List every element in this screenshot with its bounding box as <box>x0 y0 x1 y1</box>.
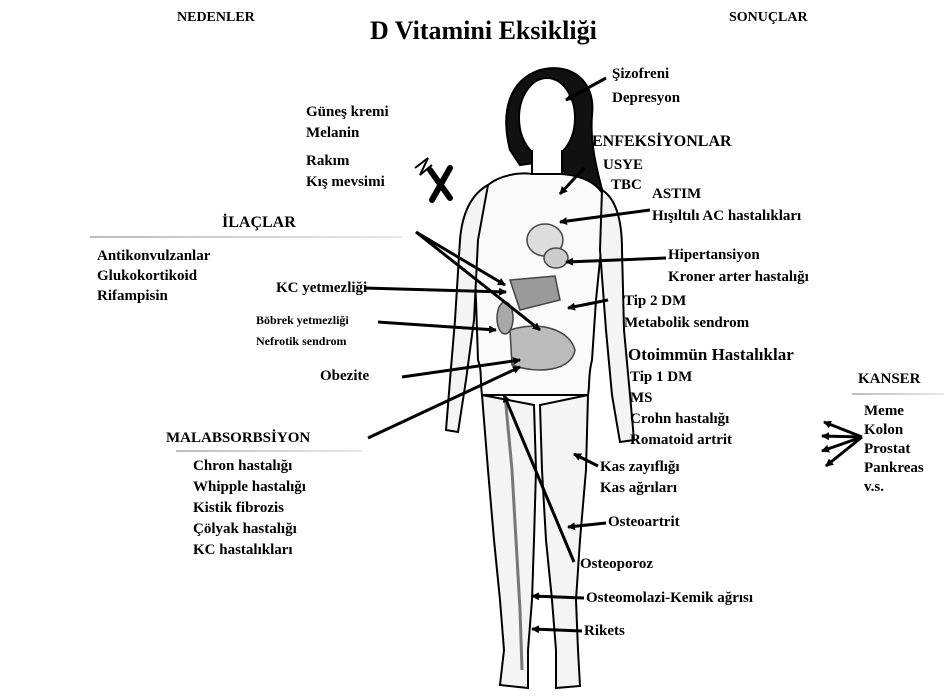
list-item: Rakım <box>306 151 385 172</box>
list-item: Güneş kremi <box>306 102 389 123</box>
osteoarthritis-result: Osteoartrit <box>608 515 680 530</box>
list-item: Böbrek yetmezliği <box>256 310 349 331</box>
cancer-list: Meme Kolon Prostat Pankreas v.s. <box>864 402 924 497</box>
list-item: Tip 2 DM <box>624 290 749 312</box>
list-item: Hipertansiyon <box>668 244 809 266</box>
cancer-title: KANSER <box>858 372 921 387</box>
list-item: Prostat <box>864 440 924 459</box>
list-item: KC hastalıkları <box>193 540 306 561</box>
list-item: Hışıltılı AC hastalıkları <box>652 205 801 227</box>
list-item: Chron hastalığı <box>193 456 306 477</box>
list-item: v.s. <box>864 478 924 497</box>
rickets-result: Rikets <box>584 624 625 639</box>
list-item: Kas zayıflığı <box>600 457 680 478</box>
malabsorption-list: Chron hastalığı Whipple hastalığı Kistik… <box>193 456 306 561</box>
cardio-results-list: Hipertansiyon Kroner arter hastalığı <box>668 244 809 288</box>
malabsorption-rule <box>176 450 362 452</box>
head-shape <box>519 78 575 158</box>
malabsorption-title: MALABSORBSİYON <box>166 431 310 446</box>
infections-title: ENFEKSİYONLAR <box>592 134 732 150</box>
psych-results-list: Şizofreni Depresyon <box>612 62 680 110</box>
list-item: Kolon <box>864 421 924 440</box>
drugs-list: Antikonvulzanlar Glukokortikoid Rifampis… <box>97 246 210 306</box>
list-item: Whipple hastalığı <box>193 477 306 498</box>
list-item: Kistik fibrozis <box>193 498 306 519</box>
metabolic-results-list: Tip 2 DM Metabolik sendrom <box>624 290 749 334</box>
list-item: Meme <box>864 402 924 421</box>
cancer-rule <box>852 393 944 395</box>
list-item: TBC <box>603 175 643 195</box>
altitude-causes-list: Rakım Kış mevsimi <box>306 151 385 193</box>
list-item: Nefrotik sendrom <box>256 331 349 352</box>
list-item: Kas ağrıları <box>600 478 680 499</box>
drugs-rule <box>90 236 402 238</box>
list-item: Melanin <box>306 123 389 144</box>
liver-cause: KC yetmezliği <box>276 281 367 296</box>
list-item: Tip 1 DM <box>630 367 732 388</box>
heart-shape <box>544 248 568 268</box>
asthma-results-list: ASTIM Hışıltılı AC hastalıkları <box>652 183 801 227</box>
list-item: Kış mevsimi <box>306 172 385 193</box>
causes-header: NEDENLER <box>177 11 255 25</box>
list-item: Kroner arter hastalığı <box>668 266 809 288</box>
autoimmune-title: Otoimmün Hastalıklar <box>628 346 794 363</box>
obesity-cause: Obezite <box>320 369 369 384</box>
infections-list: USYE TBC <box>603 155 643 195</box>
osteomalacia-result: Osteomolazi-Kemik ağrısı <box>586 591 753 606</box>
list-item: Şizofreni <box>612 62 680 86</box>
list-item: Glukokortikoid <box>97 266 210 286</box>
list-item: Pankreas <box>864 459 924 478</box>
page-title: D Vitamini Eksikliği <box>370 18 597 44</box>
list-item: Depresyon <box>612 86 680 110</box>
list-item: Rifampisin <box>97 286 210 306</box>
autoimmune-list: Tip 1 DM MS Crohn hastalığı Romatoid art… <box>630 367 732 451</box>
list-item: Crohn hastalığı <box>630 409 732 430</box>
kidney-causes-list: Böbrek yetmezliği Nefrotik sendrom <box>256 310 349 352</box>
list-item: ASTIM <box>652 183 801 205</box>
list-item: USYE <box>603 155 643 175</box>
results-header: SONUÇLAR <box>729 11 808 25</box>
drugs-title: İLAÇLAR <box>222 215 296 231</box>
osteoporosis-result: Osteoporoz <box>580 557 653 572</box>
list-item: Çölyak hastalığı <box>193 519 306 540</box>
list-item: Antikonvulzanlar <box>97 246 210 266</box>
muscle-results-list: Kas zayıflığı Kas ağrıları <box>600 457 680 499</box>
sun-block-x-icon <box>430 168 450 200</box>
list-item: Metabolik sendrom <box>624 312 749 334</box>
list-item: MS <box>630 388 732 409</box>
sun-causes-list: Güneş kremi Melanin <box>306 102 389 144</box>
list-item: Romatoid artrit <box>630 430 732 451</box>
